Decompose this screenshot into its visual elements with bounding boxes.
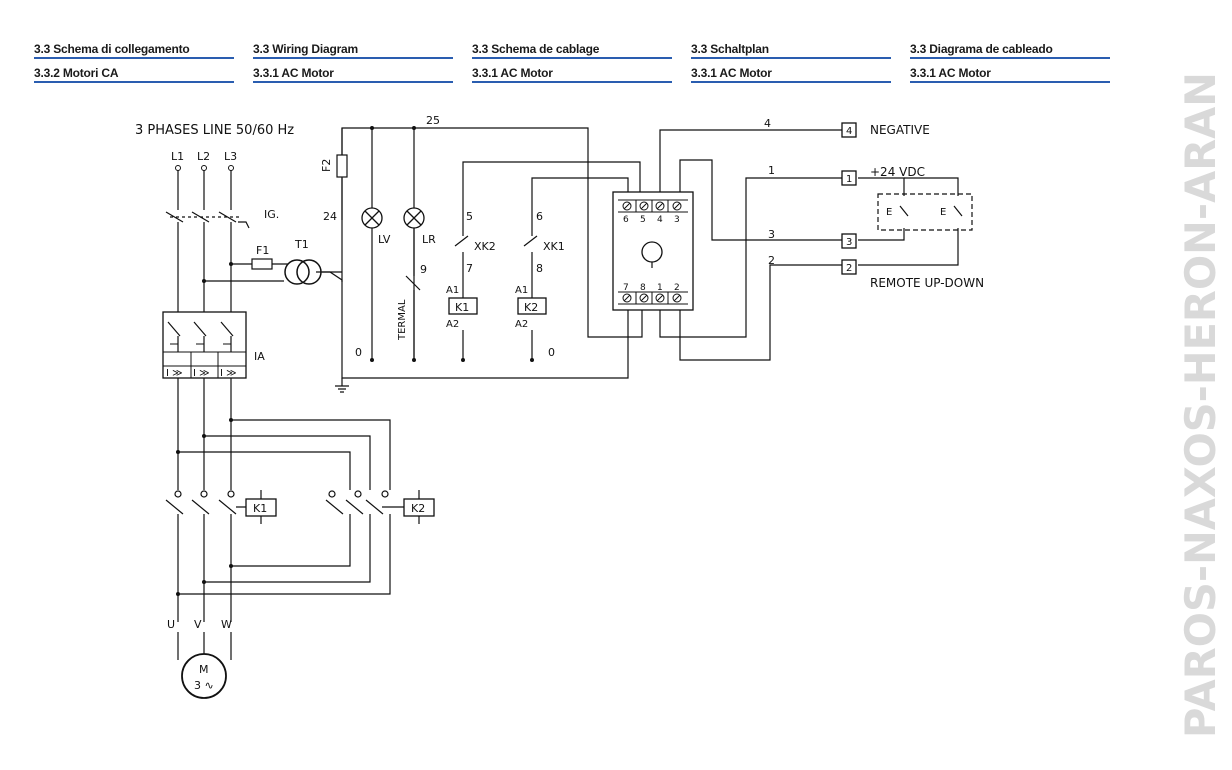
k1-a2: A2	[446, 319, 459, 330]
relay-pin-4: 4	[657, 215, 663, 225]
header-de-sub: 3.3.1 AC Motor	[691, 66, 891, 83]
line-title: 3 PHASES LINE 50/60 Hz	[135, 123, 294, 138]
wire-0-left: 0	[355, 346, 362, 359]
wires	[165, 127, 959, 660]
phase-l2: L2	[197, 150, 210, 163]
header-it-sub: 3.3.2 Motori CA	[34, 66, 234, 83]
side-title-text: PAROS-NAXOS-HERON-ARAN	[1178, 72, 1225, 738]
header-fr-title: 3.3 Schema de cablage	[472, 42, 672, 59]
wire-0-right: 0	[548, 346, 555, 359]
thermal-label: TERMAL	[397, 299, 408, 341]
transformer-coil-1	[284, 259, 310, 285]
fuse-f1-symbol	[251, 258, 273, 270]
fuse-f1-label: F1	[256, 244, 269, 257]
breaker-glyph-2: I ≫	[193, 368, 210, 379]
terminal-1: 1	[846, 174, 852, 185]
terminal-3-box	[841, 233, 857, 249]
motor-type: 3 ∿	[194, 679, 214, 692]
wire-2: 2	[768, 254, 775, 267]
header-fr-sub: 3.3.1 AC Motor	[472, 66, 672, 83]
motor-u: U	[167, 618, 175, 631]
contactor-pins	[174, 490, 389, 498]
switch-label: IG.	[264, 208, 279, 221]
negative-label: NEGATIVE	[870, 123, 930, 137]
coil-k2-control	[517, 297, 547, 315]
header-it-title: 3.3 Schema di collegamento	[34, 42, 234, 59]
coil-k2-control-label: K2	[524, 301, 538, 314]
relay-pin-6: 6	[623, 215, 629, 225]
motor-symbol	[181, 653, 227, 699]
limit-xk1-label: XK1	[543, 240, 565, 253]
lamp-lv-label: LV	[378, 233, 391, 246]
breaker-glyph-3: I ≫	[220, 368, 237, 379]
fuse-f2-label: F2	[320, 159, 333, 172]
relay-pin-7: 7	[623, 283, 629, 293]
remote-label: REMOTE UP-DOWN	[870, 276, 984, 290]
lamp-lr-label: LR	[422, 233, 436, 246]
wire-6: 6	[536, 210, 543, 223]
relay-module	[612, 191, 694, 311]
breaker-label: IA	[254, 350, 265, 363]
contactor-k2-label: K2	[411, 502, 425, 515]
contactor-k1-label: K1	[253, 502, 267, 515]
terminal-4-box	[841, 122, 857, 138]
relay-pin-1: 1	[657, 283, 663, 293]
wiring-diagram: 3 PHASES LINE 50/60 Hz L1 L2 L3 IG. F1 T…	[135, 114, 984, 699]
remote-contacts-box	[877, 193, 973, 231]
wire-5: 5	[466, 210, 473, 223]
side-product-title: PAROS-NAXOS-HERON-ARAN	[1178, 72, 1225, 738]
wire-24: 24	[323, 210, 337, 223]
motor-v: V	[194, 618, 202, 631]
wire-4: 4	[764, 117, 771, 130]
coil-k1-control	[448, 297, 478, 315]
lamp-lv-symbol	[361, 207, 383, 229]
transformer-coil-2	[296, 259, 322, 285]
relay-pin-8: 8	[640, 283, 646, 293]
terminal-dots	[175, 126, 534, 596]
remote-contact-e2: E	[940, 207, 946, 218]
wire-1: 1	[768, 164, 775, 177]
header-en-title: 3.3 Wiring Diagram	[253, 42, 453, 59]
coil-k1-control-label: K1	[455, 301, 469, 314]
k1-a1: A1	[446, 285, 459, 296]
header-es-sub: 3.3.1 AC Motor	[910, 66, 1110, 83]
header-en-sub: 3.3.1 AC Motor	[253, 66, 453, 83]
terminal-1-box	[841, 170, 857, 186]
k2-a1: A1	[515, 285, 528, 296]
terminal-3: 3	[846, 237, 852, 248]
transformer-label: T1	[294, 238, 309, 251]
relay-pin-5: 5	[640, 215, 646, 225]
breaker-ia	[162, 311, 247, 379]
phase-l1: L1	[171, 150, 184, 163]
relay-pin-2: 2	[674, 283, 680, 293]
wire-3: 3	[768, 228, 775, 241]
fuse-f2-symbol	[336, 154, 348, 178]
terminal-4: 4	[846, 126, 852, 137]
terminal-2: 2	[846, 263, 852, 274]
terminal-2-box	[841, 259, 857, 275]
wire-7: 7	[466, 262, 473, 275]
motor-m: M	[199, 663, 209, 676]
relay-pin-3: 3	[674, 215, 680, 225]
remote-contact-e1: E	[886, 207, 892, 218]
wire-25: 25	[426, 114, 440, 127]
wire-9: 9	[420, 263, 427, 276]
breaker-glyph-1: I ≫	[166, 368, 183, 379]
phase-l3: L3	[224, 150, 237, 163]
limit-xk2-label: XK2	[474, 240, 496, 253]
motor-w: W	[221, 618, 232, 631]
lamp-lr-symbol	[403, 207, 425, 229]
vdc-label: +24 VDC	[870, 165, 925, 179]
header-de-title: 3.3 Schaltplan	[691, 42, 891, 59]
wire-8: 8	[536, 262, 543, 275]
header-es-title: 3.3 Diagrama de cableado	[910, 42, 1110, 59]
k2-a2: A2	[515, 319, 528, 330]
